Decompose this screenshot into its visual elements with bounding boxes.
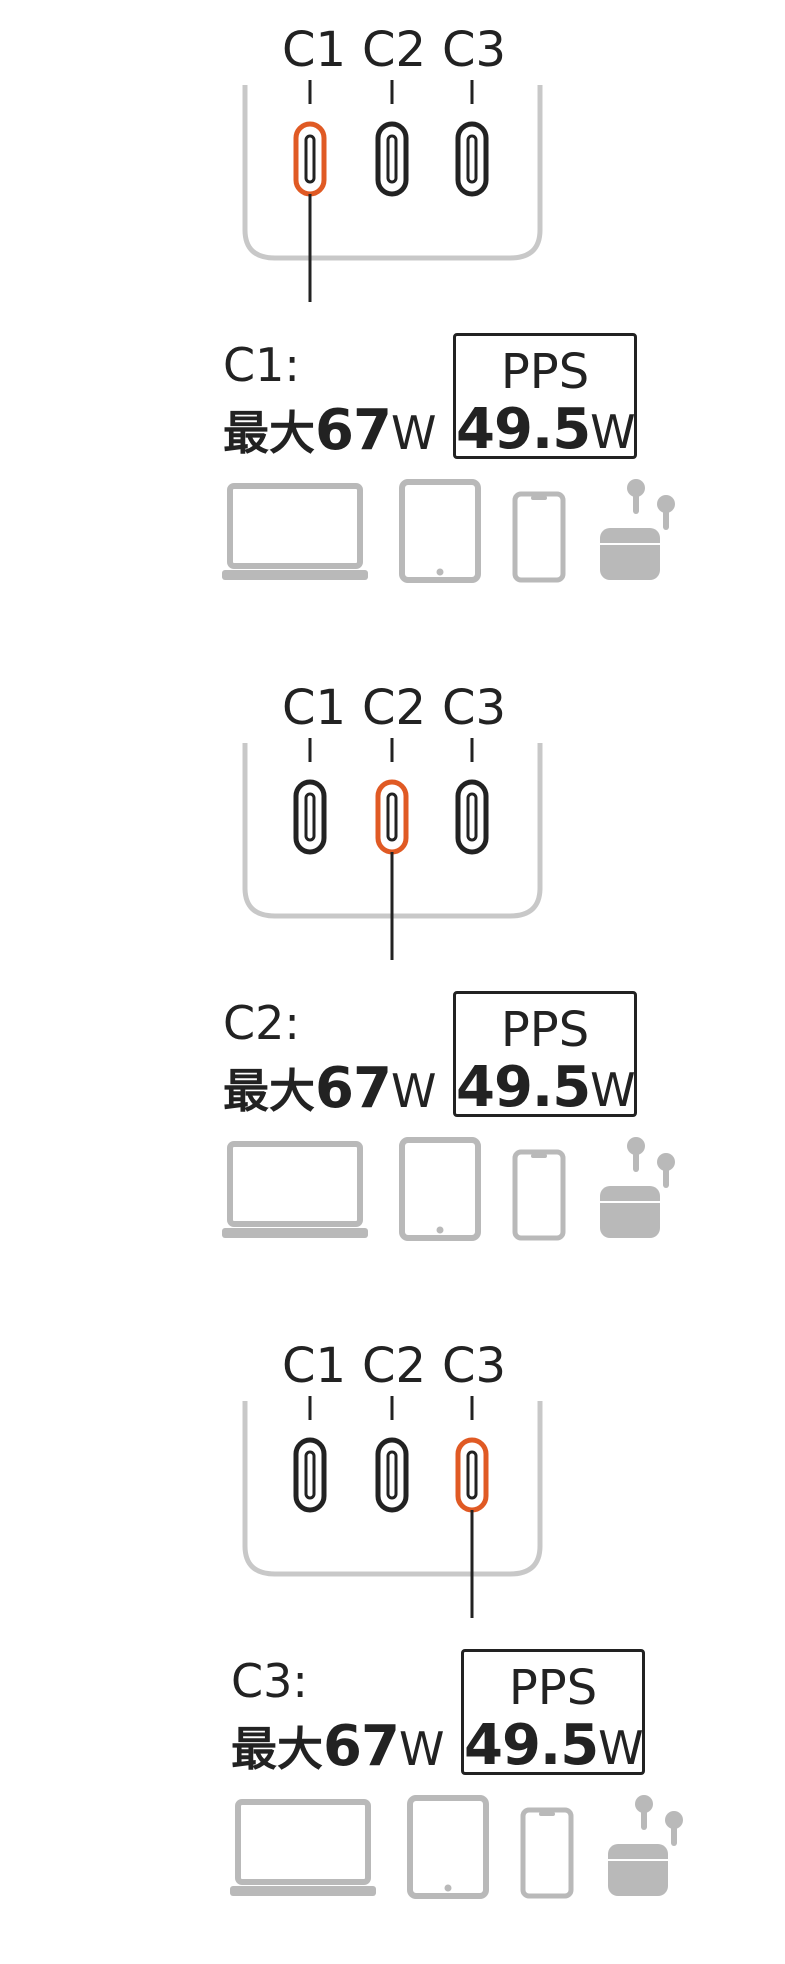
charger-outline (242, 85, 543, 261)
port-label-c2: C2 (362, 680, 427, 736)
usb-c-port-c1 (293, 779, 327, 855)
max-label: 最大 (231, 1722, 323, 1776)
max-value: 67 (323, 1714, 400, 1779)
usb-c-port-c1 (293, 121, 327, 197)
pps-number: 49.5 (456, 1055, 591, 1120)
phone-icon (512, 1149, 566, 1241)
device-icons (222, 479, 675, 583)
port-label-c2: C2 (362, 1338, 427, 1394)
spec-port-name: C1: (223, 338, 300, 392)
pps-unit: W (590, 1063, 636, 1117)
charger-diagram (242, 80, 543, 302)
pps-box: PPS 49.5W (453, 333, 637, 459)
port-panel-c2: C1 C2 C3 C2: 最大67W PPS 49.5W (0, 658, 785, 1298)
laptop-icon (222, 1141, 368, 1238)
tablet-icon (399, 1137, 481, 1241)
max-unit: W (390, 1064, 437, 1118)
pps-unit: W (598, 1721, 644, 1775)
earbuds-icon (600, 479, 675, 580)
pps-value: 49.5W (456, 1060, 636, 1117)
max-value: 67 (315, 1056, 392, 1121)
pps-value: 49.5W (464, 1718, 644, 1775)
tablet-icon (407, 1795, 489, 1899)
laptop-icon (230, 1799, 376, 1896)
max-label: 最大 (223, 1064, 315, 1118)
port-label-c3: C3 (442, 22, 507, 78)
max-unit: W (390, 406, 437, 460)
charger-diagram (242, 1396, 543, 1618)
spec-max-output: 最大67W (223, 403, 436, 459)
port-panel-c1: C1 C2 C3 C1: 最大67W PPS 49.5W (0, 0, 785, 640)
port-label-c3: C3 (442, 1338, 507, 1394)
max-unit: W (398, 1722, 445, 1776)
usb-c-port-c1 (293, 1437, 327, 1513)
spec-port-name: C2: (223, 996, 300, 1050)
usb-c-port-c3 (455, 121, 489, 197)
phone-icon (520, 1807, 574, 1899)
pps-number: 49.5 (456, 397, 591, 462)
port-panel-c3: C1 C2 C3 C3: 最大67W PPS 49.5W (0, 1316, 785, 1956)
port-label-c3: C3 (442, 680, 507, 736)
usb-c-port-c2 (375, 779, 409, 855)
pps-title: PPS (508, 1660, 598, 1716)
usb-c-port-c3 (455, 1437, 489, 1513)
device-icons (222, 1137, 675, 1241)
tablet-icon (399, 479, 481, 583)
usb-c-port-c3 (455, 779, 489, 855)
port-label-c1: C1 (282, 22, 347, 78)
max-value: 67 (315, 398, 392, 463)
usb-c-port-c2 (375, 121, 409, 197)
spec-max-output: 最大67W (231, 1719, 444, 1775)
port-label-c2: C2 (362, 22, 427, 78)
charger-outline (242, 1401, 543, 1577)
phone-icon (512, 491, 566, 583)
pps-title: PPS (500, 344, 590, 400)
max-label: 最大 (223, 406, 315, 460)
port-label-c1: C1 (282, 680, 347, 736)
pps-title: PPS (500, 1002, 590, 1058)
device-icons (230, 1795, 683, 1899)
charger-diagram (242, 738, 543, 960)
pps-box: PPS 49.5W (461, 1649, 645, 1775)
earbuds-icon (600, 1137, 675, 1238)
port-label-c1: C1 (282, 1338, 347, 1394)
pps-number: 49.5 (464, 1713, 599, 1778)
spec-max-output: 最大67W (223, 1061, 436, 1117)
spec-port-name: C3: (231, 1654, 308, 1708)
usb-c-port-c2 (375, 1437, 409, 1513)
pps-box: PPS 49.5W (453, 991, 637, 1117)
pps-value: 49.5W (456, 402, 636, 459)
laptop-icon (222, 483, 368, 580)
pps-unit: W (590, 405, 636, 459)
earbuds-icon (608, 1795, 683, 1896)
